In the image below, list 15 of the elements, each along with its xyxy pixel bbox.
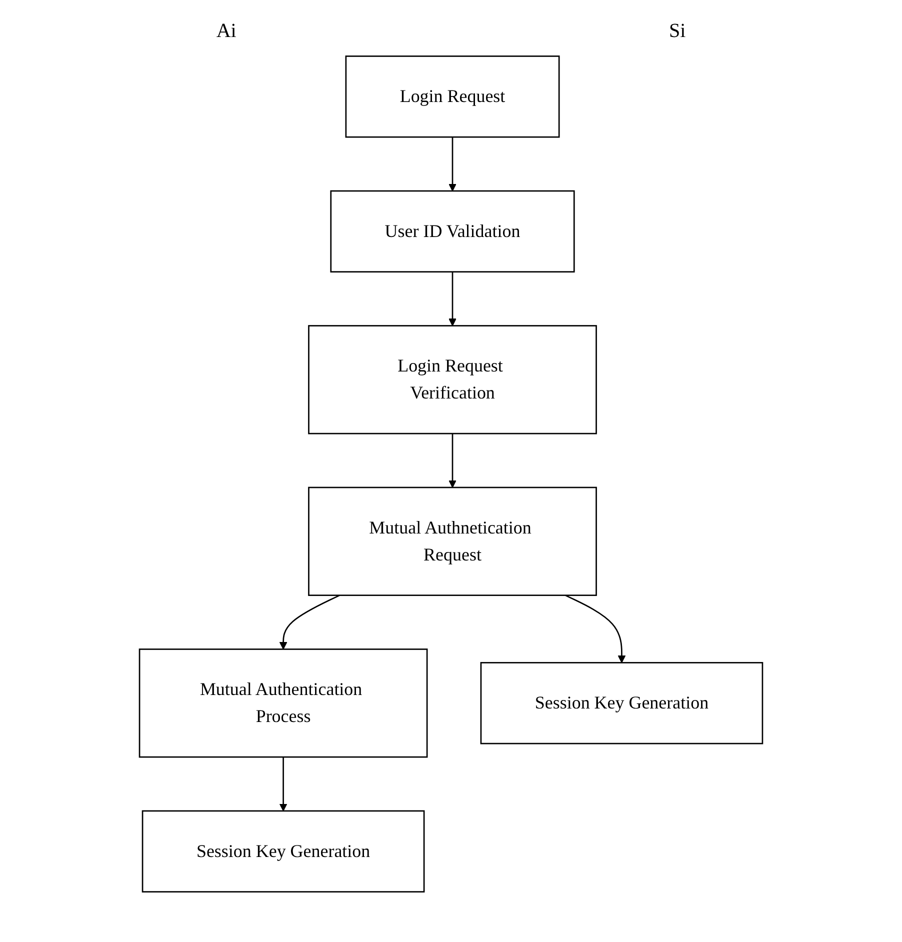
node-box: Login Request	[345, 56, 560, 138]
arrow	[448, 137, 456, 192]
column-heading: Si	[668, 20, 686, 43]
node-box: Session Key Generation	[142, 810, 425, 892]
node-box: Mutual Authentication Process	[138, 648, 428, 758]
node-box: Session Key Generation	[480, 662, 764, 744]
arrow	[448, 272, 456, 326]
arrow	[448, 434, 456, 488]
node-box: Login Request Verification	[308, 325, 597, 434]
arrow	[279, 594, 340, 650]
column-heading: Ai	[216, 20, 236, 43]
arrow	[279, 757, 288, 812]
arrow	[565, 594, 626, 664]
node-box: User ID Validation	[330, 190, 575, 272]
node-box: Mutual Authnetication Request	[308, 486, 597, 596]
